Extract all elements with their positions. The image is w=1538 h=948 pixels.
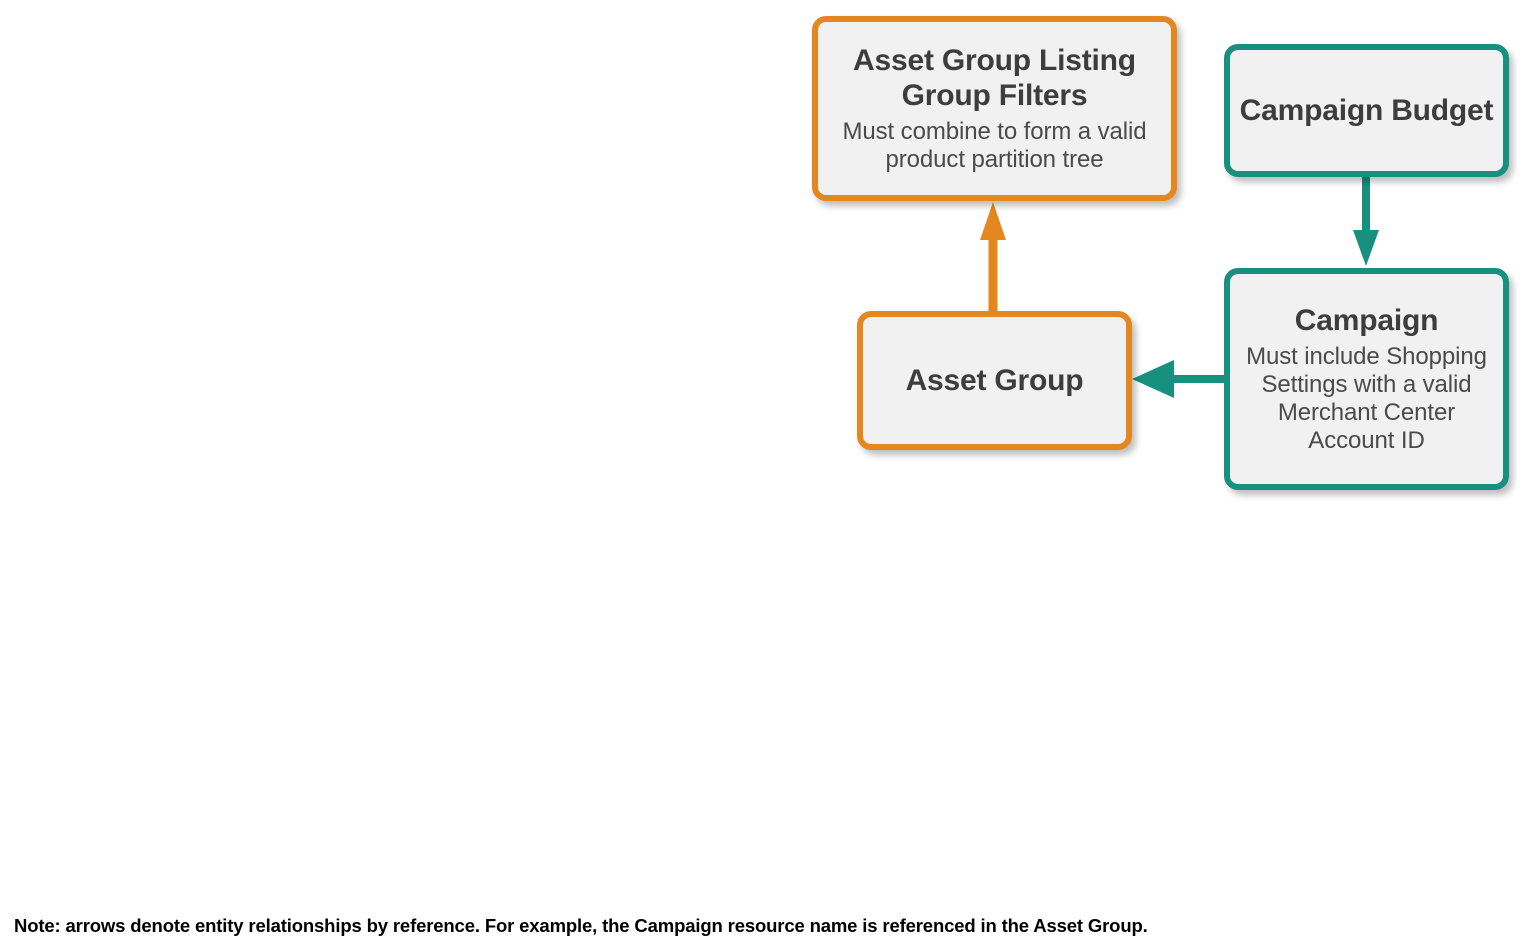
node-title: Campaign Budget <box>1239 93 1494 127</box>
node-campaign-budget[interactable]: Campaign Budget <box>1224 44 1509 177</box>
node-title: Asset Group <box>905 363 1084 397</box>
node-subtitle: Must include Shopping Settings with a va… <box>1246 342 1487 454</box>
node-asset-group[interactable]: Asset Group <box>857 311 1132 450</box>
diagram-note: Note: arrows denote entity relationships… <box>14 915 1148 936</box>
node-title: Asset Group Listing Group Filters <box>853 44 1136 113</box>
edge-asset-group-to-filters <box>980 202 1006 311</box>
node-subtitle: Must combine to form a valid product par… <box>842 117 1147 173</box>
edge-campaign-to-asset-group <box>1132 360 1224 398</box>
node-title: Campaign <box>1294 304 1439 338</box>
edge-campaign-budget-to-campaign <box>1353 177 1379 266</box>
node-asset-group-listing-group-filters[interactable]: Asset Group Listing Group Filters Must c… <box>812 16 1177 201</box>
node-campaign[interactable]: Campaign Must include Shopping Settings … <box>1224 268 1509 490</box>
